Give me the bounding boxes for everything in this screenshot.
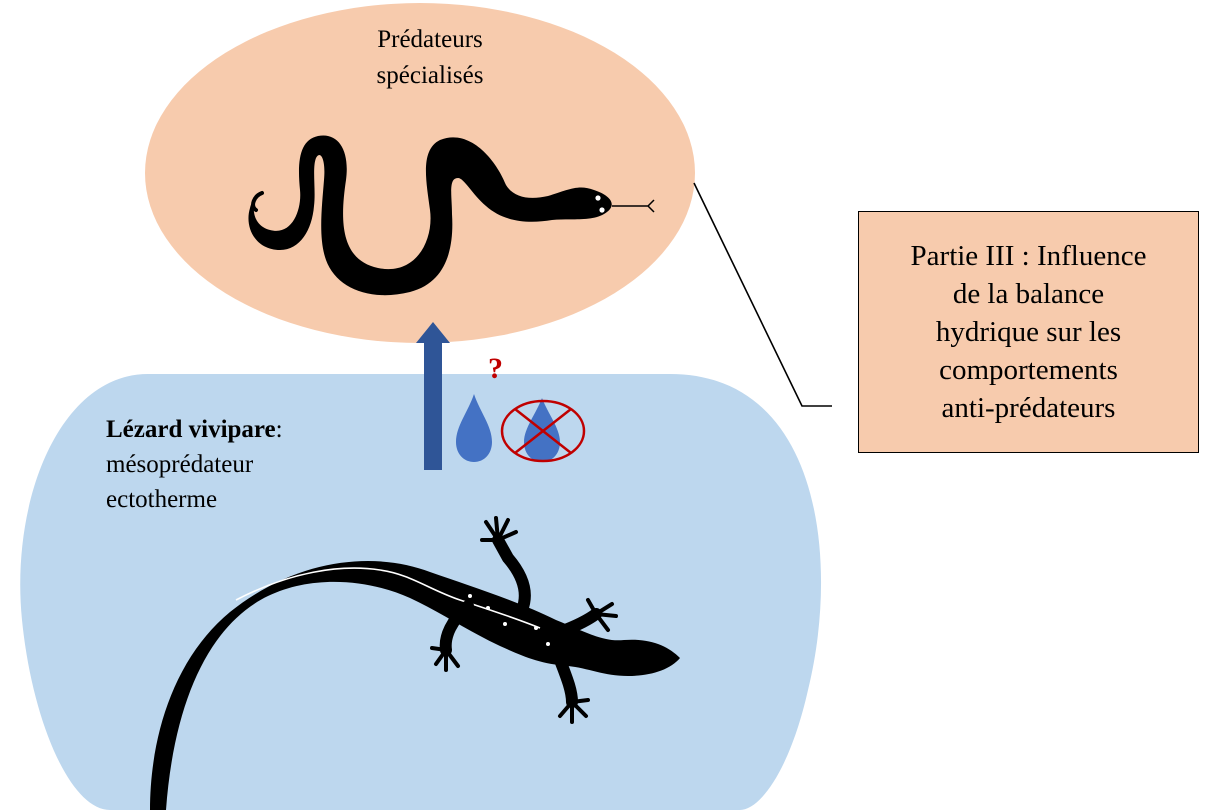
part-three-line2: de la balance [911,275,1147,313]
lizard-label: Lézard vivipare: mésoprédateur ectotherm… [106,412,283,517]
lizard-name: Lézard vivipare [106,416,276,443]
part-three-line1: Partie III : Influence [911,237,1147,275]
predators-label-line1: Prédateurs [270,22,590,58]
question-mark: ? [488,352,503,386]
part-three-line5: anti-prédateurs [911,389,1147,427]
predators-label-line2: spécialisés [270,58,590,94]
part-three-text: Partie III : Influence de la balance hyd… [911,237,1147,427]
lizard-label-line2: mésoprédateur [106,447,283,482]
part-three-line4: comportements [911,351,1147,389]
predators-label: Prédateurs spécialisés [270,22,590,94]
lizard-name-colon: : [276,416,283,443]
connector-line [694,183,832,406]
part-three-box: Partie III : Influence de la balance hyd… [858,211,1199,453]
part-three-line3: hydrique sur les [911,313,1147,351]
lizard-label-line3: ectotherme [106,482,283,517]
